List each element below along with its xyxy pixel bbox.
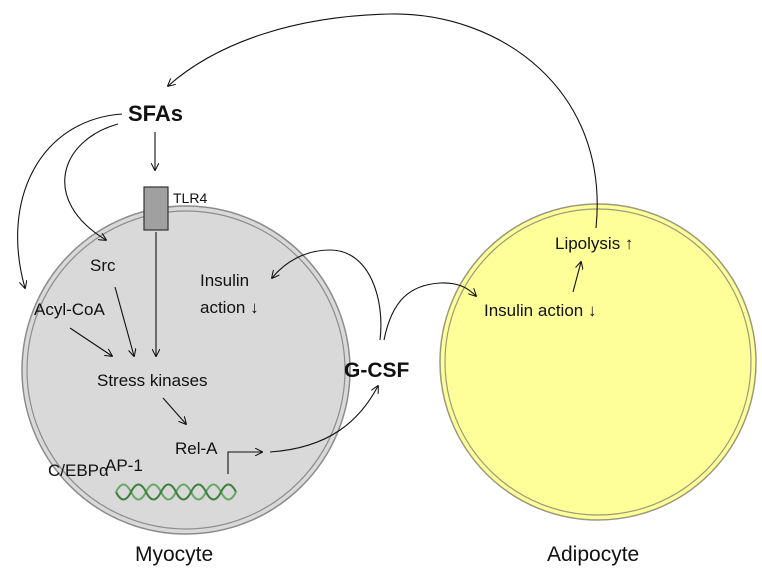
- adipocyte-insulin-label: Insulin action ↓: [484, 301, 596, 320]
- arrow-sfas-to-acylcoa: [17, 113, 123, 288]
- myocyte-insulin-label-line2: action ↓: [200, 298, 259, 317]
- stress-kinases-label: Stress kinases: [97, 371, 208, 390]
- myocyte-caption: Myocyte: [135, 543, 213, 566]
- rel-a-label: Rel-A: [175, 439, 218, 458]
- lipolysis-label: Lipolysis ↑: [555, 234, 633, 253]
- ap1-label: AP-1: [105, 456, 143, 475]
- tlr4-label: TLR4: [173, 190, 207, 206]
- arrow-src-to-stress-kinases: [114, 286, 134, 356]
- acyl-coa-label: Acyl-CoA: [34, 300, 106, 319]
- src-label: Src: [90, 256, 116, 275]
- cebpa-label: C/EBPα: [48, 461, 109, 480]
- arrow-sfas-to-src: [64, 123, 119, 240]
- tlr4-receptor: [143, 186, 169, 231]
- arrow-stress-kinases-to-rela: [162, 397, 186, 424]
- arrow-acylcoa-to-stress-kinases: [69, 327, 112, 356]
- arrow-lipolysis-to-sfas: [168, 13, 598, 229]
- arrow-gcsf-to-adipocyte-insulin: [383, 282, 476, 341]
- myocyte-inner-membrane: [26, 210, 346, 530]
- gcsf-label: G-CSF: [344, 359, 410, 382]
- pathway-arrows: [17, 13, 598, 474]
- myocyte-insulin-label-line1: Insulin: [200, 271, 249, 290]
- adipocyte-outer-membrane: [439, 203, 757, 521]
- adipocyte-caption: Adipocyte: [547, 543, 639, 566]
- arrow-promoter-curve-to-gcsf: [269, 386, 378, 453]
- dna-helix: [115, 483, 237, 501]
- myocyte-outer-membrane: [21, 205, 351, 535]
- adipocyte-inner-membrane: [444, 208, 752, 516]
- dna-strand-2: [115, 483, 237, 501]
- myocyte-cell: [21, 205, 351, 535]
- adipocyte-cell: [439, 203, 757, 521]
- arrow-promoter-to-gcsf: [227, 452, 262, 474]
- arrow-insulin-to-lipolysis: [572, 262, 581, 293]
- arrow-gcsf-to-myocyte-insulin: [272, 249, 382, 341]
- sfas-label: SFAs: [128, 101, 183, 126]
